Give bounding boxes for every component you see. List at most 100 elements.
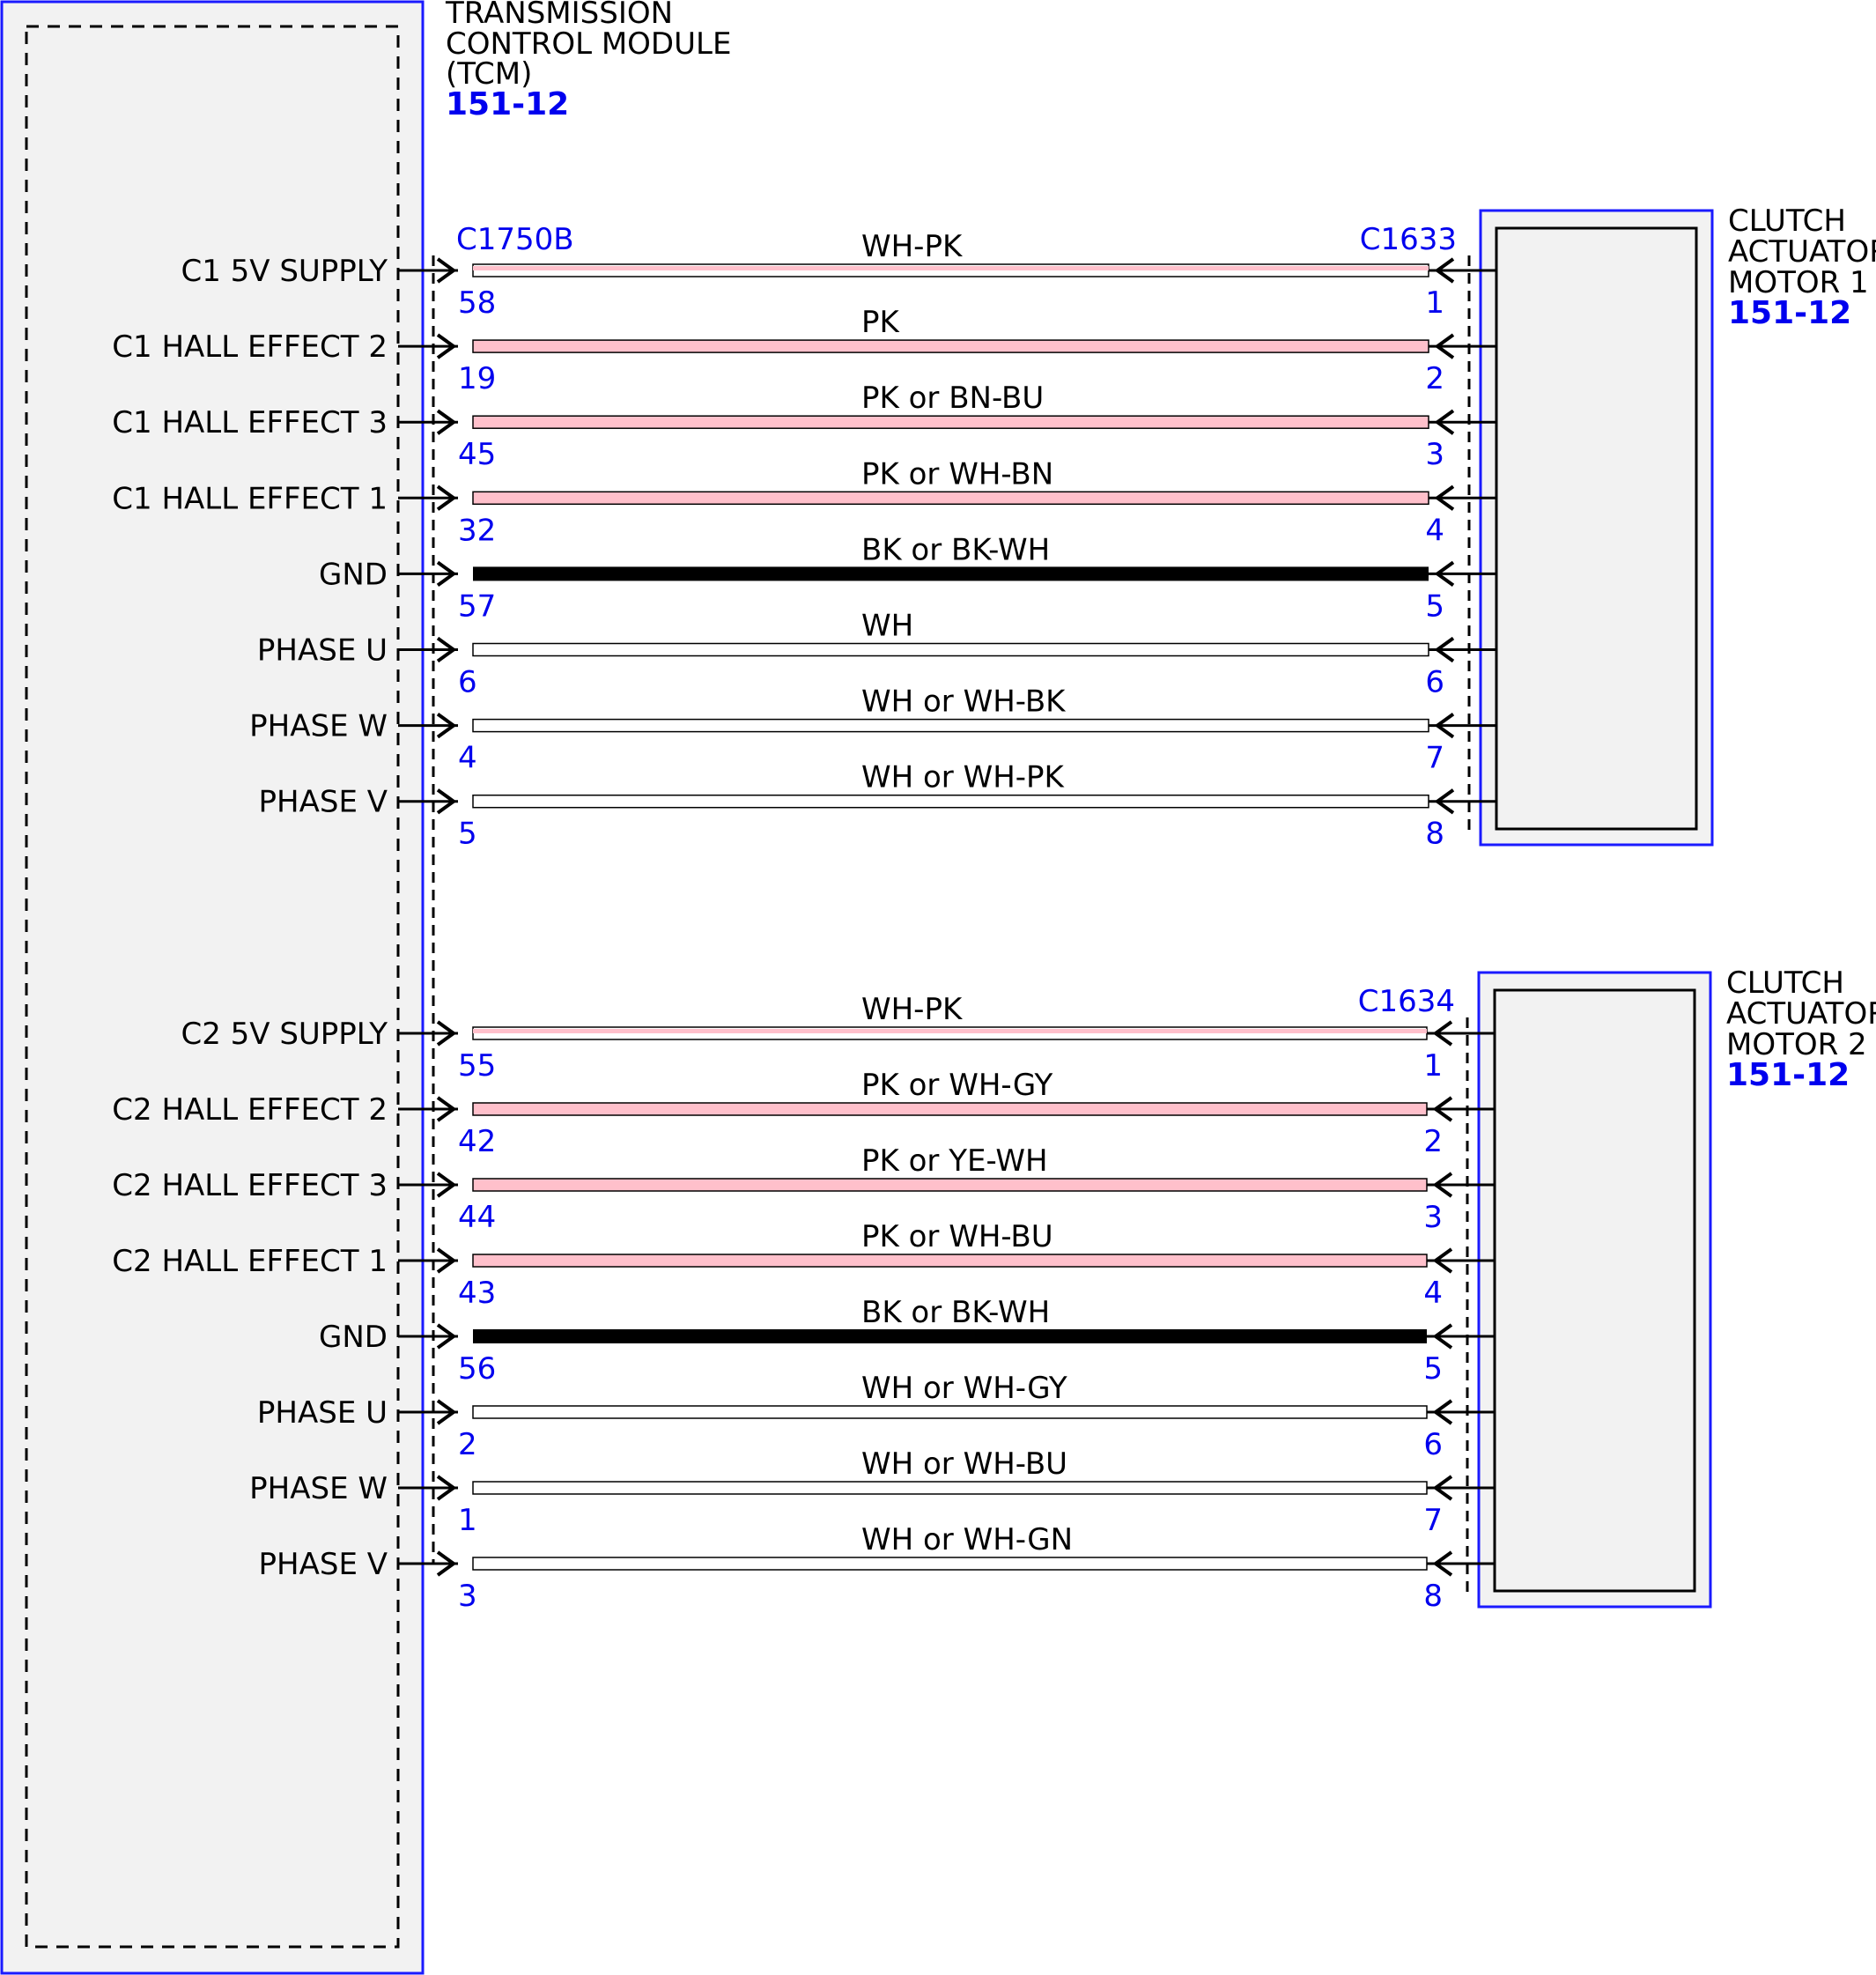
- motor-pin-arrow-icon: [1434, 409, 1455, 435]
- wire-tracer-stripe: [473, 1029, 1427, 1033]
- signal-label: PHASE V: [259, 785, 388, 820]
- wire-color-label: WH or WH-PK: [861, 760, 1066, 795]
- tcm-module[interactable]: [0, 0, 425, 1975]
- tcm-title: TRANSMISSION CONTROL MODULE (TCM) 151-12: [445, 0, 731, 122]
- wire-color-label: PK or BN-BU: [861, 381, 1044, 416]
- motor1-connector-label[interactable]: C1633: [1360, 222, 1457, 257]
- motor2-title-line-2: ACTUATOR: [1726, 996, 1876, 1032]
- tcm-pin-number: 1: [458, 1503, 477, 1538]
- wire: [472, 642, 1429, 657]
- wire-color-label: BK or BK-WH: [861, 1295, 1050, 1330]
- motor-pin-arrow-icon: [1432, 1399, 1453, 1425]
- wire: [472, 491, 1429, 506]
- tcm-pin-arrow-icon: [436, 333, 457, 359]
- wire-color-label: WH-PK: [861, 229, 964, 264]
- motor2-module[interactable]: [1477, 971, 1712, 1609]
- signal-label: PHASE W: [249, 709, 388, 744]
- motor2-connector-label[interactable]: C1634: [1358, 984, 1455, 1019]
- motor-pin-arrow-icon: [1432, 1323, 1453, 1350]
- wire: [472, 1102, 1428, 1116]
- signal-label: PHASE V: [259, 1547, 388, 1582]
- motor-pin-arrow-icon: [1434, 712, 1455, 739]
- wire-color-label: BK or BK-WH: [861, 532, 1050, 567]
- wire-color-label: PK or WH-BU: [861, 1219, 1053, 1254]
- tcm-pin-arrow-icon: [436, 409, 457, 435]
- tcm-pin-arrow-icon: [436, 1096, 457, 1122]
- tcm-pin-number: 5: [458, 817, 477, 852]
- wire-tracer-stripe: [473, 266, 1429, 270]
- motor2-title: CLUTCH ACTUATOR MOTOR 2 151-12: [1726, 965, 1876, 1093]
- wire: [472, 1557, 1428, 1571]
- tcm-ref-link[interactable]: 151-12: [446, 86, 569, 122]
- wire-color-label: PK: [861, 305, 901, 340]
- tcm-pin-arrow-icon: [436, 1323, 457, 1350]
- wire-color-label: WH: [861, 609, 913, 644]
- tcm-pin-number: 55: [458, 1048, 496, 1084]
- motor-pin-number: 1: [1423, 1048, 1443, 1084]
- motor-pin-number: 2: [1425, 361, 1444, 396]
- motor-pin-number: 2: [1423, 1124, 1443, 1159]
- tcm-pin-number: 45: [458, 437, 496, 472]
- motor2-internal-box: [1493, 988, 1696, 1593]
- motor1-ref-link[interactable]: 151-12: [1728, 295, 1851, 331]
- motor-pin-number: 5: [1425, 588, 1444, 624]
- tcm-connector-label[interactable]: C1750B: [456, 222, 574, 257]
- tcm-pin-arrow-icon: [436, 1172, 457, 1198]
- motor-pin-arrow-icon: [1432, 1096, 1453, 1122]
- motor-pin-arrow-icon: [1434, 333, 1455, 359]
- motor2-title-line-3: MOTOR 2: [1726, 1027, 1867, 1062]
- tcm-pin-number: 43: [458, 1276, 496, 1311]
- signal-label: C2 HALL EFFECT 2: [112, 1092, 388, 1128]
- wire: [472, 794, 1429, 809]
- tcm-pin-number: 57: [458, 588, 496, 624]
- motor1-module[interactable]: [1479, 209, 1714, 847]
- tcm-title-line-1: TRANSMISSION: [445, 0, 673, 31]
- tcm-pin-number: 32: [458, 513, 496, 548]
- wire-color-label: WH or WH-BK: [861, 684, 1067, 720]
- wire-color-label: WH or WH-GN: [861, 1522, 1073, 1557]
- motor-pin-arrow-icon: [1432, 1247, 1453, 1274]
- tcm-pin-arrow-icon: [436, 485, 457, 511]
- tcm-pin-arrow-icon: [436, 788, 457, 815]
- motor-pin-number: 1: [1425, 285, 1444, 321]
- motor1-title-line-3: MOTOR 1: [1728, 265, 1869, 300]
- tcm-pin-number: 44: [458, 1200, 496, 1235]
- tcm-pin-arrow-icon: [436, 1399, 457, 1425]
- signal-label: PHASE W: [249, 1471, 388, 1506]
- motor-pin-number: 8: [1423, 1579, 1443, 1614]
- motor-pin-arrow-icon: [1434, 257, 1455, 284]
- tcm-pin-number: 58: [458, 285, 496, 321]
- signal-label: PHASE U: [257, 633, 388, 669]
- tcm-pin-arrow-icon: [436, 560, 457, 588]
- motor2-ref-link[interactable]: 151-12: [1726, 1057, 1850, 1093]
- signal-label: C1 HALL EFFECT 1: [112, 481, 388, 516]
- motor1-title-line-1: CLUTCH: [1728, 203, 1846, 239]
- motor1-title: CLUTCH ACTUATOR MOTOR 1 151-12: [1728, 203, 1876, 331]
- tcm-pin-number: 6: [458, 665, 477, 700]
- tcm-pin-arrow-icon: [436, 1020, 457, 1047]
- wire: [473, 566, 1429, 581]
- motor1-internal-box: [1495, 226, 1698, 831]
- wire: [472, 1481, 1428, 1495]
- signal-label: GND: [319, 1320, 388, 1355]
- wire: [472, 718, 1429, 733]
- signal-label: C2 HALL EFFECT 1: [112, 1244, 388, 1279]
- tcm-pin-arrow-icon: [436, 1550, 457, 1577]
- motor-pin-arrow-icon: [1432, 1475, 1453, 1501]
- tcm-pin-number: 19: [458, 361, 496, 396]
- wire: [473, 1329, 1427, 1343]
- connector-boundaries: [432, 255, 1471, 1594]
- tcm-pin-arrow-icon: [436, 257, 457, 284]
- motor-pin-number: 3: [1423, 1200, 1443, 1235]
